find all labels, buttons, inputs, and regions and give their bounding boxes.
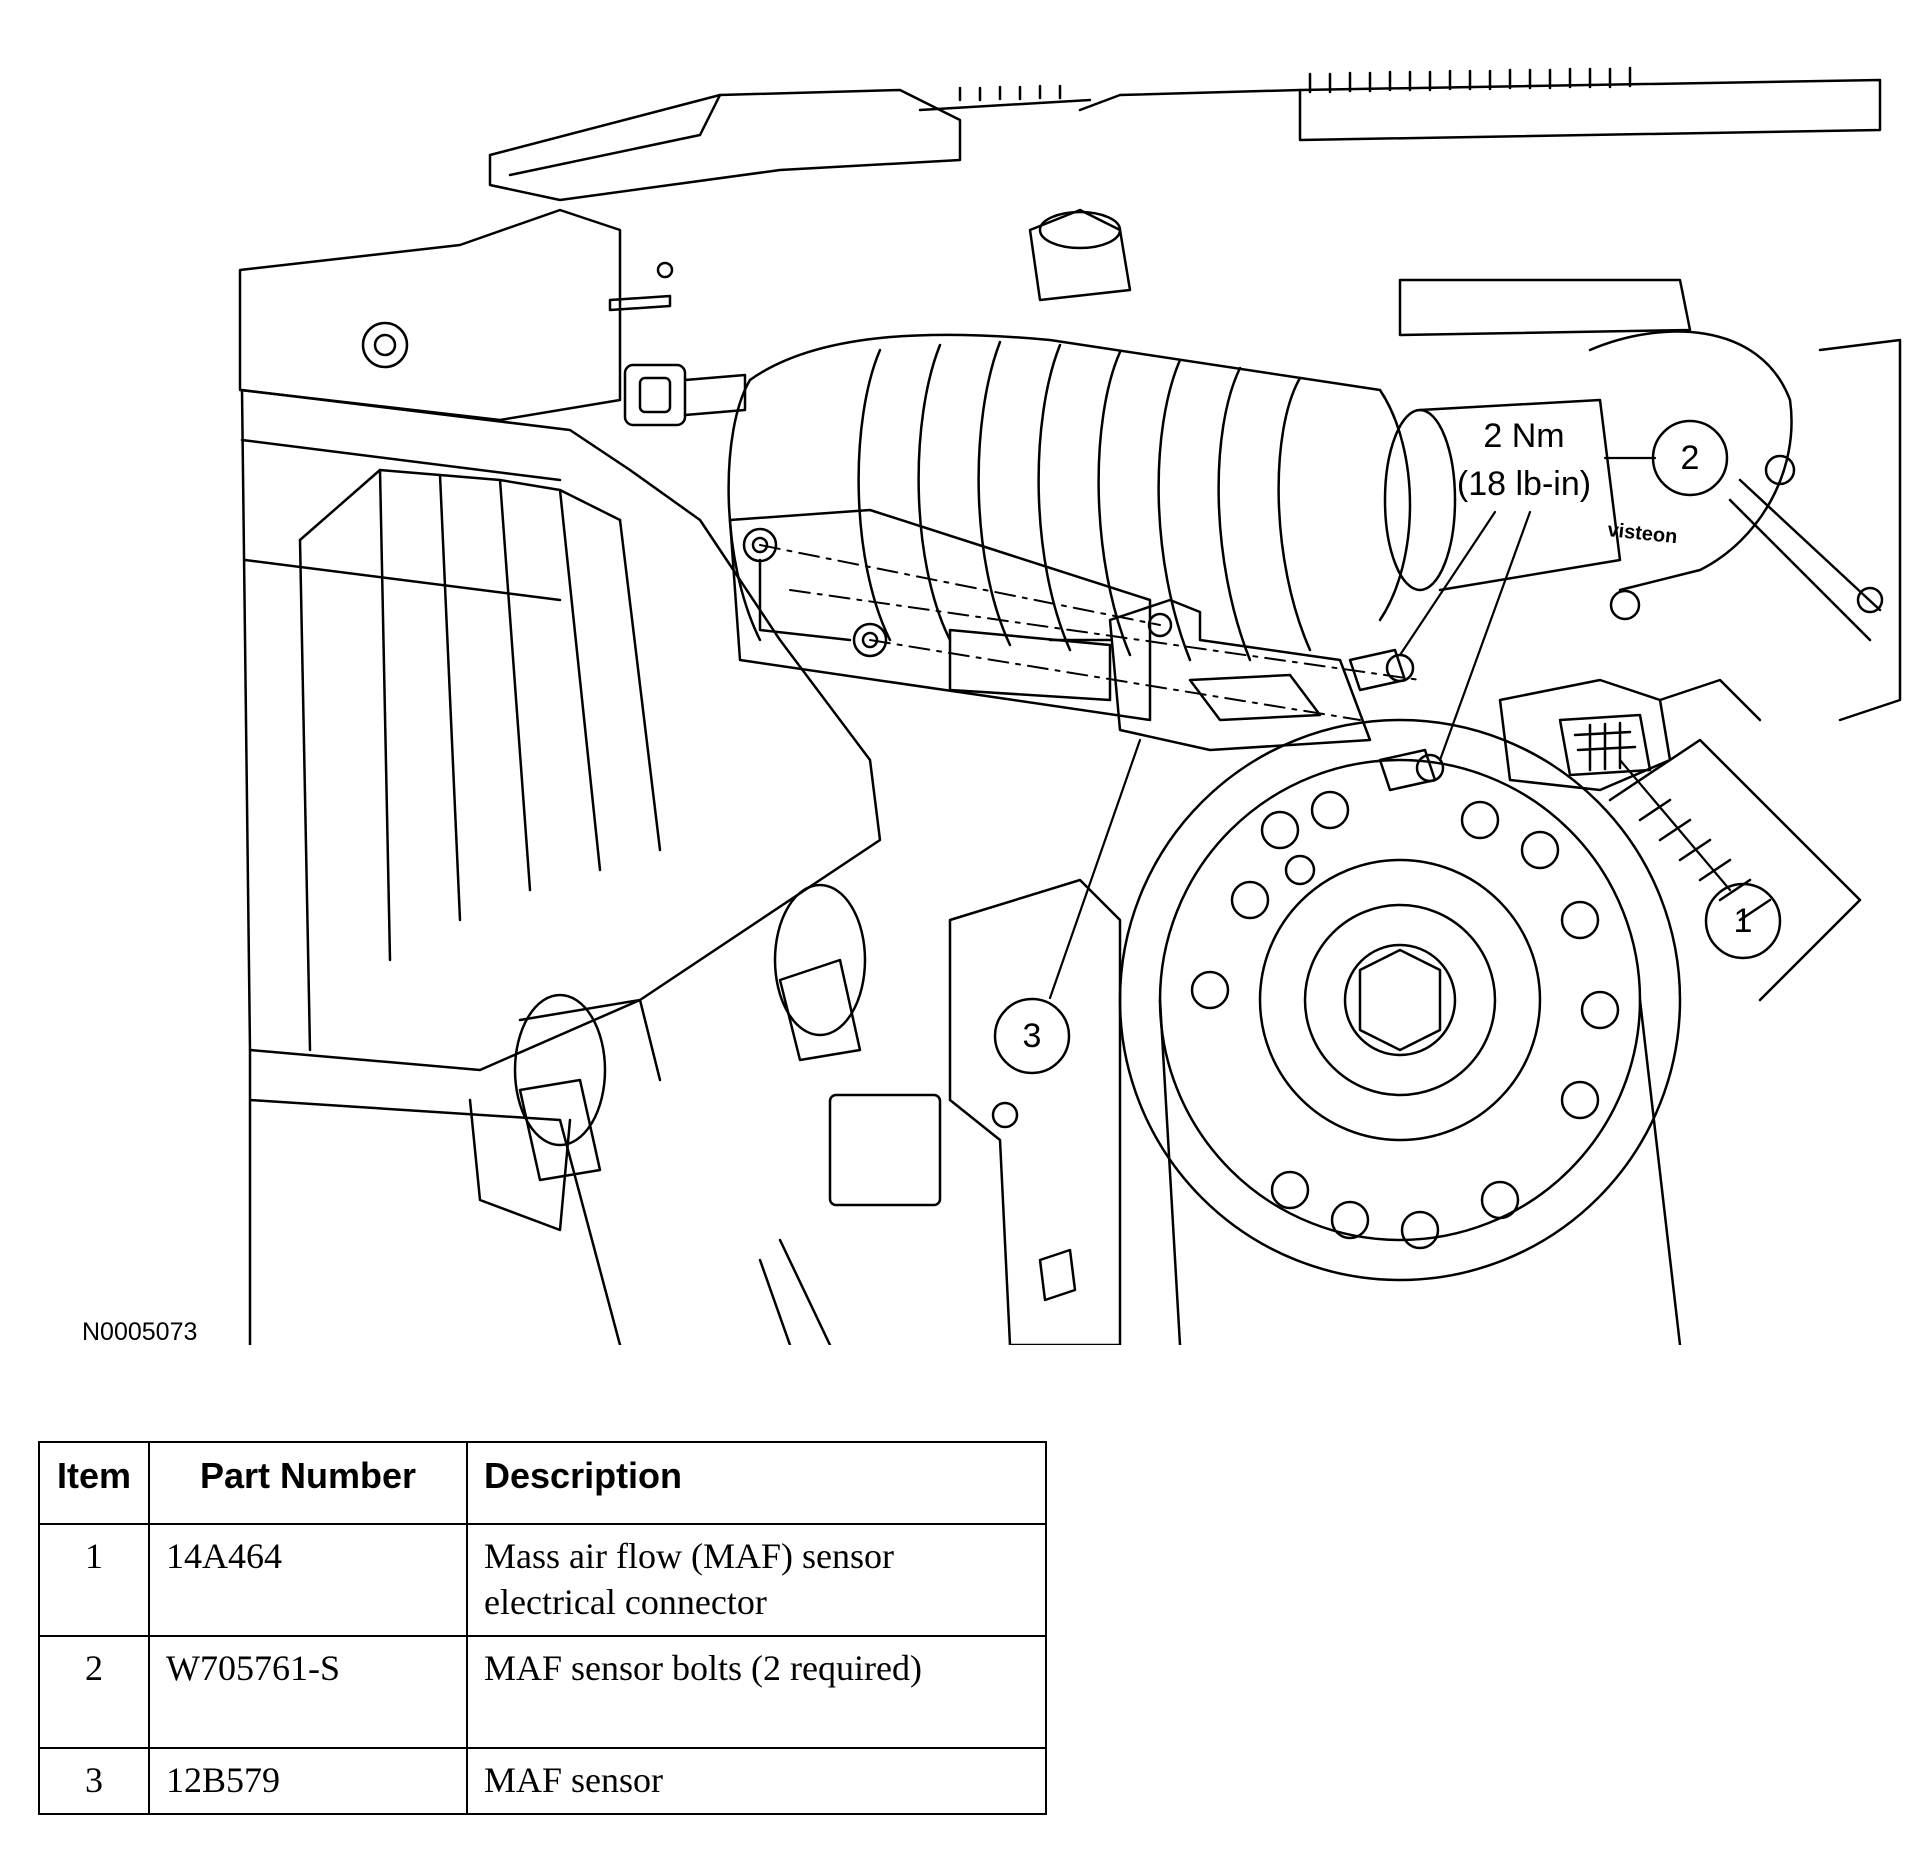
header-item: Item [38,1441,150,1525]
row-item: 2 [38,1635,150,1749]
row-description: Mass air flow (MAF) sensor electrical co… [466,1523,1047,1637]
parts-table: Item Part Number Description 1 14A464 Ma… [38,1441,1047,1815]
alternator [1118,718,1862,1345]
assembly-lines [759,544,1421,721]
callout-1-circle [1704,882,1782,960]
callout-3-circle [993,997,1071,1075]
filter-box-clips [513,883,867,1182]
header-part-number: Part Number [148,1441,468,1525]
row-description: MAF sensor bolts (2 required) [466,1635,1047,1749]
table-row: 3 12B579 MAF sensor [38,1747,1047,1815]
header-description: Description [466,1441,1047,1525]
throttle-body [1398,278,1902,722]
maf-sensor [948,598,1372,752]
row-description: MAF sensor [466,1747,1047,1815]
callout-3-label: 3 [1023,1017,1042,1055]
lower-bracket [758,878,1122,1345]
torque-spec-lbin: (18 lb-in) [1457,465,1591,503]
row-item: 1 [38,1523,150,1637]
torque-spec-nm: 2 Nm [1483,417,1564,455]
table-row: 1 14A464 Mass air flow (MAF) sensor elec… [38,1523,1047,1637]
table-header-row: Item Part Number Description [38,1441,1047,1525]
callout-2-circle [1651,419,1729,497]
callout-2-label: 2 [1681,439,1700,477]
callout-1-label: 1 [1734,902,1753,940]
engine-illustration: visteon 2 Nm (18 lb-in) 2 1 3 [238,66,1902,1345]
upper-connector [623,363,747,427]
leader-lines [1048,456,1732,1000]
table-row: 2 W705761-S MAF sensor bolts (2 required… [38,1635,1047,1749]
intake-duct [727,208,1622,662]
radiator-top [918,66,1882,142]
row-part-number: W705761-S [148,1635,468,1749]
row-part-number: 12B579 [148,1747,468,1815]
maf-sensor-plate [728,508,1152,722]
row-part-number: 14A464 [148,1523,468,1637]
row-item: 3 [38,1747,150,1815]
air-filter-box [240,388,882,1345]
figure-id: N0005073 [82,1318,198,1346]
upper-bracket [238,88,962,422]
